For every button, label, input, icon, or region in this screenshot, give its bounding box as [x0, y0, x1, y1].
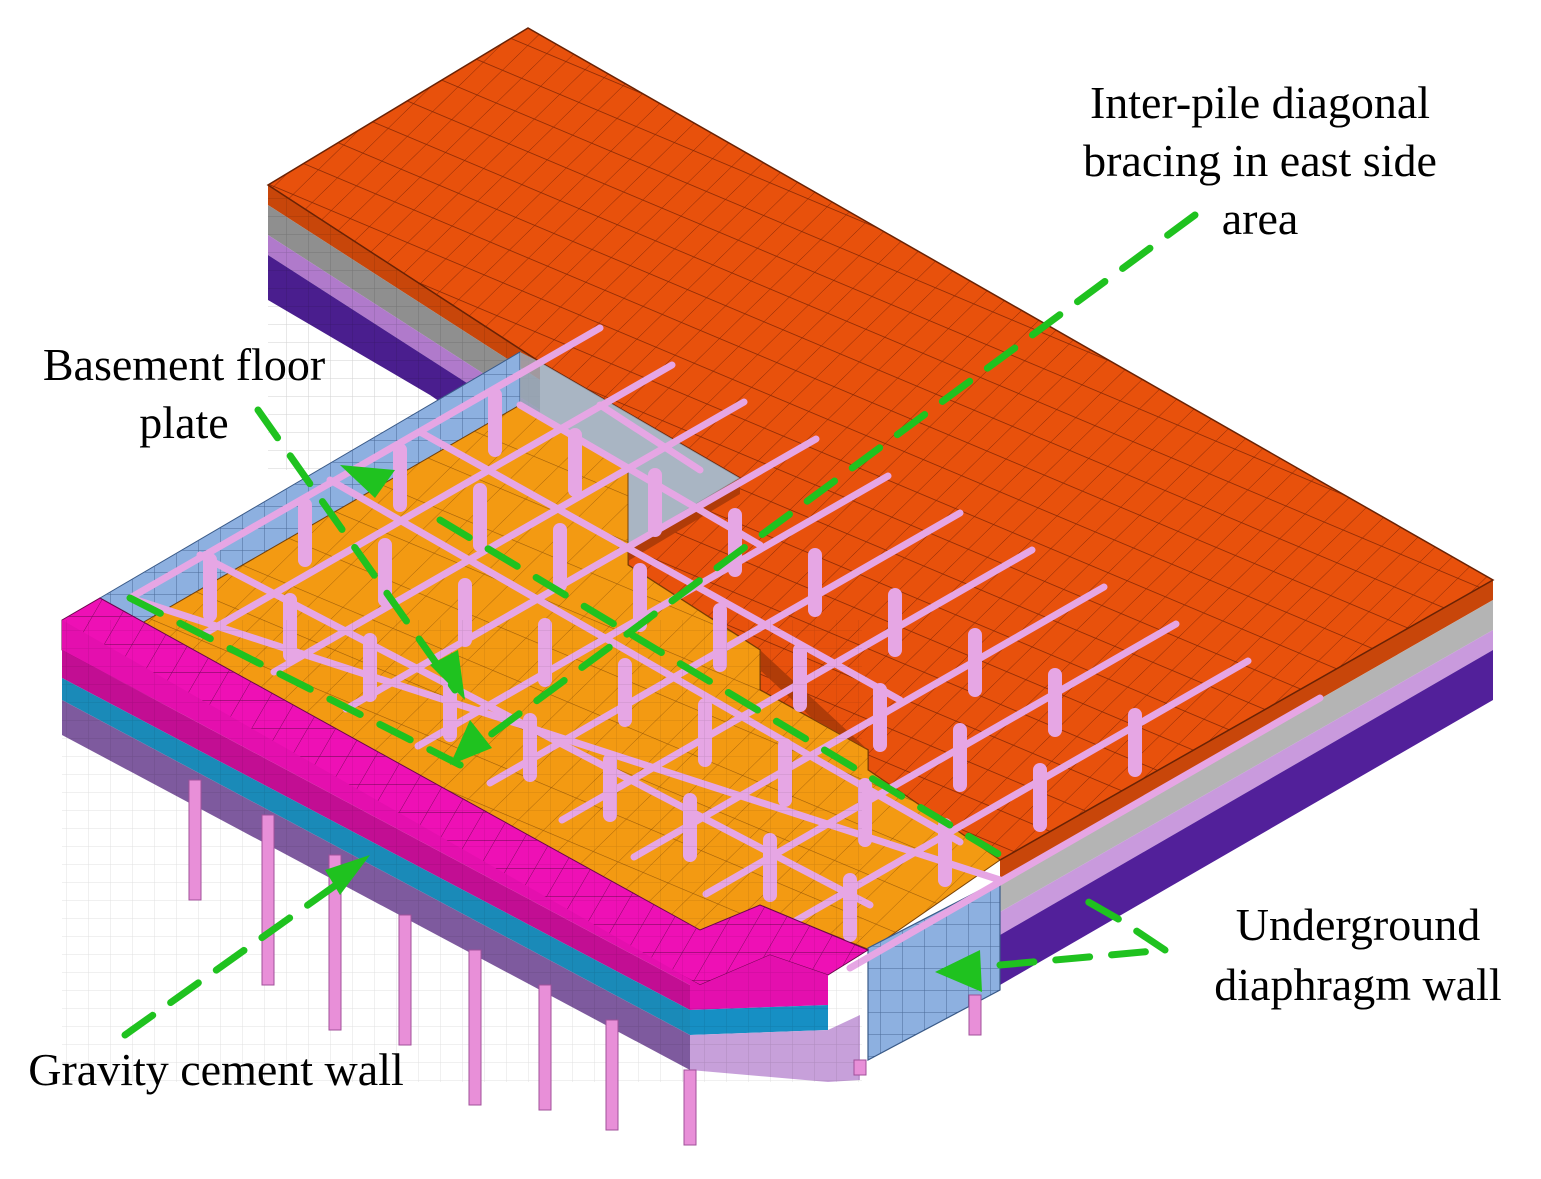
piles — [188, 779, 982, 1146]
soil-right-face-lilac — [1000, 630, 1493, 935]
label-basement-line1: Basement floor — [43, 339, 325, 390]
pile-3 — [398, 914, 412, 1046]
arrowhead-gravity — [325, 855, 370, 895]
gravity-cement-wall — [61, 597, 870, 1082]
pile-4 — [468, 949, 482, 1106]
bracing-beam-trans-10 — [846, 694, 1324, 972]
leader-underground-2 — [1081, 896, 1169, 954]
pile-2 — [328, 854, 342, 1031]
leader-gravity — [121, 871, 354, 1039]
bracing-beam-trans-1 — [198, 361, 676, 639]
leader-arrowheads — [325, 465, 982, 992]
diaphragm-wall-front — [867, 879, 1001, 1061]
arrowhead-underground — [935, 950, 982, 992]
label-underground-line1: Underground — [1236, 899, 1480, 950]
leader-diag-1 — [436, 516, 1004, 859]
arrowhead-basement — [430, 650, 465, 700]
leader-basement — [254, 406, 459, 694]
label-inter-pile-line3: area — [1222, 193, 1299, 244]
arrowhead-inter-pile — [450, 720, 492, 765]
label-basement-line2: plate — [139, 397, 228, 448]
pile-9 — [968, 994, 982, 1036]
leader-underground-1 — [996, 946, 1169, 969]
leader-inter-pile — [466, 211, 1199, 754]
label-underground-line2: diaphragm wall — [1214, 959, 1501, 1010]
labels: Inter-pile diagonal bracing in east side… — [28, 77, 1501, 1095]
pile-5 — [538, 984, 552, 1111]
label-inter-pile-line1: Inter-pile diagonal — [1090, 77, 1430, 128]
soil-right-face-purple — [1000, 650, 1493, 985]
soil-right-face-orange — [1000, 580, 1493, 882]
label-inter-pile-line2: bracing in east side — [1083, 135, 1437, 186]
leader-lines — [121, 211, 1199, 1039]
arrowhead-wall-back — [340, 465, 395, 498]
pile-6 — [605, 1019, 619, 1131]
bracing-beam-trans-0 — [126, 324, 604, 602]
pile-1 — [261, 814, 275, 986]
bracing-beam-long-5 — [596, 401, 704, 474]
pile-8 — [853, 1059, 867, 1076]
pile-0 — [188, 779, 202, 901]
leader-diag-2 — [126, 594, 474, 774]
label-gravity: Gravity cement wall — [28, 1044, 404, 1095]
pile-7 — [683, 1069, 697, 1146]
soil-right-face-gray — [1000, 600, 1493, 912]
